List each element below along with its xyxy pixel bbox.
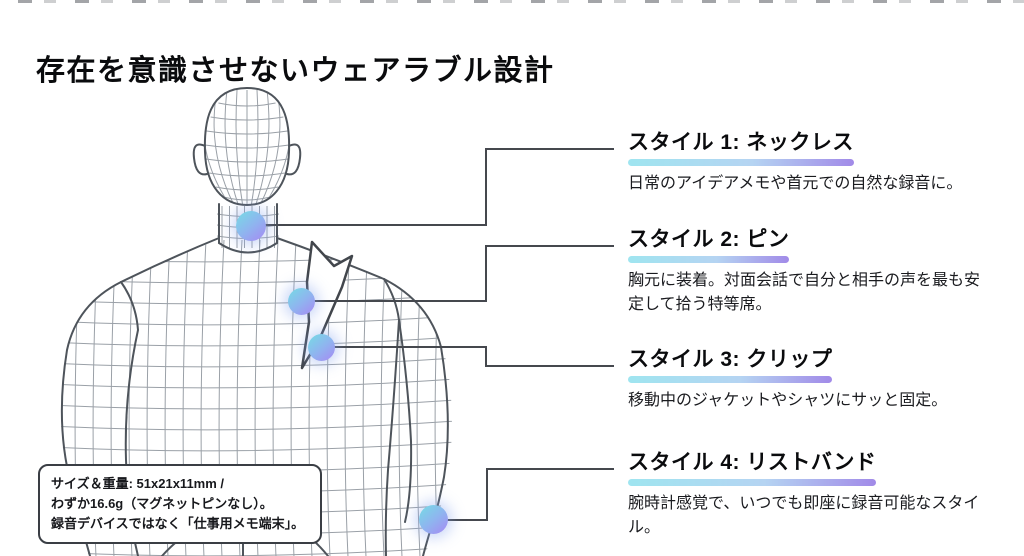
clip-position-dot bbox=[308, 334, 335, 361]
style-4-description: 腕時計感覚で、いつでも即座に録音可能なスタイル。 bbox=[628, 495, 980, 537]
right-ear bbox=[286, 143, 302, 176]
style-annotation-4: スタイル 4: リストバンド 腕時計感覚で、いつでも即座に録音可能なスタイル。 bbox=[628, 451, 1020, 540]
style-annotation-1: スタイル 1: ネックレス 日常のアイデアメモや首元での自然な録音に。 bbox=[628, 131, 1020, 196]
style-2-heading: スタイル 2: ピン bbox=[628, 228, 789, 263]
connector-lines bbox=[252, 148, 614, 521]
style-1-heading: スタイル 1: ネックレス bbox=[628, 131, 854, 166]
pin-position-dot bbox=[288, 288, 315, 315]
connector-style-1 bbox=[252, 148, 614, 226]
spec-line-weight: わずか16.6g（マグネットピンなし）。 bbox=[51, 496, 273, 512]
cropped-content-artifact bbox=[18, 0, 1024, 3]
connector-style-3 bbox=[322, 346, 614, 367]
connector-style-2 bbox=[301, 245, 614, 302]
style-3-description: 移動中のジャケットやシャツにサッと固定。 bbox=[628, 392, 948, 410]
head-mesh bbox=[204, 89, 290, 205]
body-outlines bbox=[60, 86, 449, 556]
left-ear bbox=[192, 143, 208, 176]
wristband-position-dot bbox=[419, 505, 448, 534]
style-annotation-2: スタイル 2: ピン 胸元に装着。対面会話で自分と相手の声を最も安定して拾う特等… bbox=[628, 228, 1020, 317]
style-4-heading: スタイル 4: リストバンド bbox=[628, 451, 876, 486]
necklace-position-dot bbox=[236, 211, 266, 241]
style-1-description: 日常のアイデアメモや首元での自然な録音に。 bbox=[628, 175, 963, 193]
style-3-heading: スタイル 3: クリップ bbox=[628, 348, 832, 383]
connector-style-4 bbox=[434, 468, 614, 521]
head-outline bbox=[203, 86, 291, 207]
page-title: 存在を意識させないウェアラブル設計 bbox=[36, 55, 555, 88]
style-annotation-3: スタイル 3: クリップ 移動中のジャケットやシャツにサッと固定。 bbox=[628, 348, 1020, 413]
spec-line-positioning: 録音デバイスではなく「仕事用メモ端末」。 bbox=[51, 516, 305, 532]
spec-callout-box: サイズ＆重量: 51x21x11mm / わずか16.6g（マグネットピンなし）… bbox=[38, 464, 322, 545]
spec-line-size: サイズ＆重量: 51x21x11mm / bbox=[51, 476, 225, 491]
style-2-description: 胸元に装着。対面会話で自分と相手の声を最も安定して拾う特等席。 bbox=[628, 272, 981, 314]
